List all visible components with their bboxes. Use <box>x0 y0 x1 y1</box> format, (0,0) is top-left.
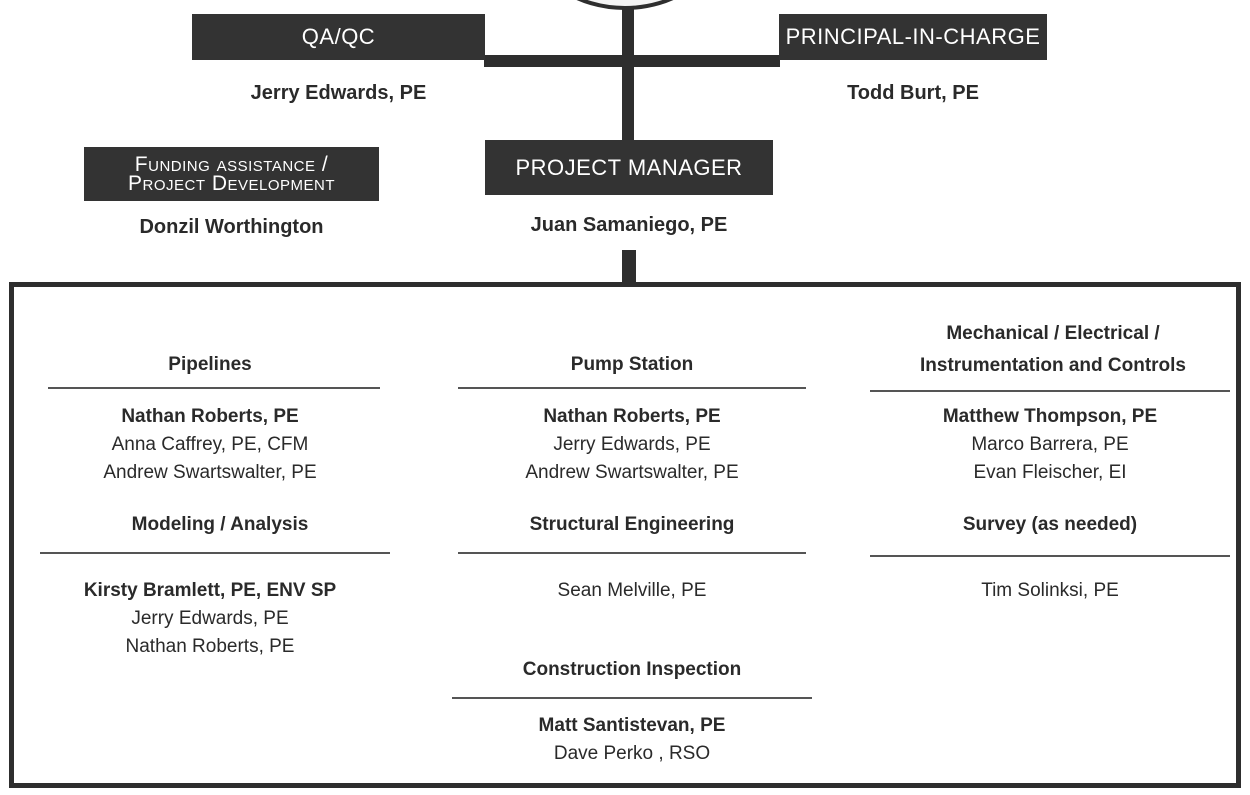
team-member: Dave Perko , RSO <box>553 743 711 764</box>
mech-elec-group: Mechanical / Electrical / Instrumentatio… <box>868 318 1238 382</box>
structural-heading: Structural Engineering <box>529 514 735 535</box>
qa-qc-name: Jerry Edwards, PE <box>250 82 427 104</box>
pipelines-group: Pipelines <box>40 354 380 376</box>
mech-elec-heading-line1: Mechanical / Electrical / <box>946 323 1160 344</box>
pump-station-group: Pump Station <box>458 354 806 376</box>
team-member: Kirsty Bramlett, PE, ENV SP <box>83 580 337 601</box>
pipelines-members: Nathan Roberts, PE Anna Caffrey, PE, CFM… <box>40 403 380 487</box>
funding-name: Donzil Worthington <box>139 216 324 238</box>
construction-heading: Construction Inspection <box>522 659 742 680</box>
structural-members: Sean Melville, PE <box>458 577 806 605</box>
funding-assistance-box: Funding assistance / Project Development <box>84 147 379 201</box>
pipelines-heading: Pipelines <box>168 354 252 375</box>
team-member: Evan Fleischer, EI <box>973 462 1127 483</box>
pump-station-members: Nathan Roberts, PE Jerry Edwards, PE And… <box>458 403 806 487</box>
survey-divider <box>870 555 1230 557</box>
survey-group: Survey (as needed) <box>870 514 1230 536</box>
team-member: Tim Solinksi, PE <box>981 580 1119 601</box>
pipelines-divider <box>48 387 380 389</box>
construction-divider <box>452 697 812 699</box>
team-member: Marco Barrera, PE <box>971 434 1129 455</box>
team-member: Anna Caffrey, PE, CFM <box>111 434 309 455</box>
team-member: Matthew Thompson, PE <box>942 406 1158 427</box>
pump-station-heading: Pump Station <box>570 354 694 375</box>
connector-vertical-top <box>622 8 634 140</box>
mech-elec-members: Matthew Thompson, PE Marco Barrera, PE E… <box>870 403 1230 487</box>
survey-heading: Survey (as needed) <box>962 514 1138 535</box>
team-member: Nathan Roberts, PE <box>125 636 295 657</box>
team-member: Jerry Edwards, PE <box>553 434 711 455</box>
modeling-group: Modeling / Analysis <box>40 514 400 536</box>
team-member: Nathan Roberts, PE <box>543 406 721 427</box>
team-member: Nathan Roberts, PE <box>121 406 299 427</box>
connector-vertical-pm <box>622 250 636 286</box>
team-frame <box>9 282 1241 788</box>
team-member: Andrew Swartswalter, PE <box>525 462 739 483</box>
mech-elec-heading-line2: Instrumentation and Controls <box>920 355 1186 376</box>
principal-in-charge-label: PRINCIPAL-IN-CHARGE <box>785 24 1041 49</box>
project-manager-label: PROJECT MANAGER <box>515 154 743 180</box>
modeling-members: Kirsty Bramlett, PE, ENV SP Jerry Edward… <box>20 577 400 661</box>
construction-group: Construction Inspection <box>452 659 812 681</box>
mech-elec-divider <box>870 390 1230 392</box>
team-member: Andrew Swartswalter, PE <box>103 462 317 483</box>
modeling-divider <box>40 552 390 554</box>
funding-label-line2: Project Development <box>127 172 336 195</box>
team-member: Sean Melville, PE <box>557 580 707 601</box>
modeling-heading: Modeling / Analysis <box>131 514 309 535</box>
qa-qc-box: QA/QC <box>192 14 485 60</box>
project-manager-box: PROJECT MANAGER <box>485 140 773 195</box>
team-member: Matt Santistevan, PE <box>538 715 726 736</box>
principal-in-charge-box: PRINCIPAL-IN-CHARGE <box>779 14 1047 60</box>
funding-label-line1: Funding assistance / <box>134 153 329 176</box>
pump-station-divider <box>458 387 806 389</box>
team-member: Jerry Edwards, PE <box>131 608 289 629</box>
construction-members: Matt Santistevan, PE Dave Perko , RSO <box>452 712 812 768</box>
structural-divider <box>458 552 806 554</box>
project-manager-name: Juan Samaniego, PE <box>530 214 728 236</box>
structural-group: Structural Engineering <box>458 514 806 536</box>
principal-in-charge-name: Todd Burt, PE <box>847 82 979 104</box>
qa-qc-label: QA/QC <box>301 24 376 49</box>
survey-members: Tim Solinksi, PE <box>870 577 1230 605</box>
